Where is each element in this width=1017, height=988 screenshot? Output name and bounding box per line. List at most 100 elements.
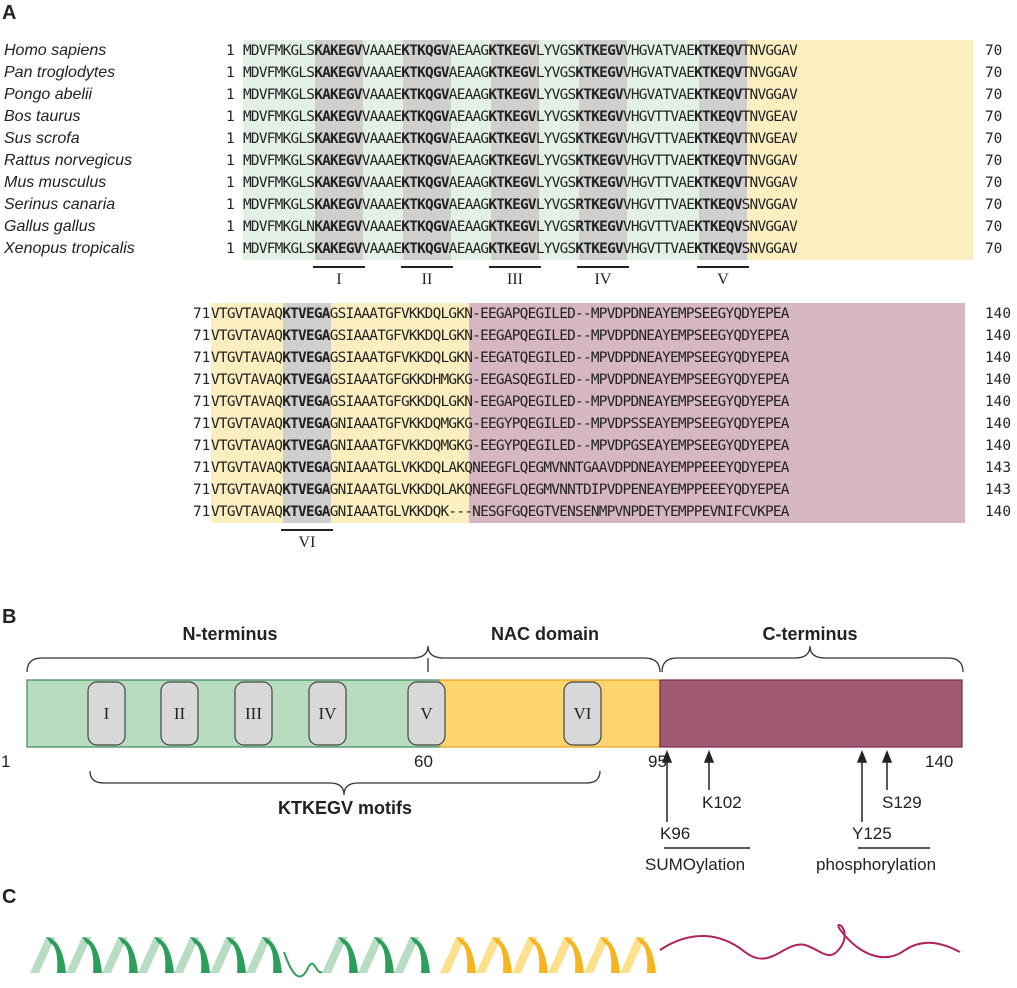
region-braces [26,645,964,673]
position-140: 140 [925,752,954,771]
sequence-row: MDVFMKGLSKAKEGVVAAAEKTKQGVAEAAGKTKEGVLYV… [243,197,798,213]
seq-end-position: 70 [985,153,1003,169]
sequence-row: VTGVTAVAQKTVEGAGSIAAATGFVKKDQLGKN-EEGAPQ… [211,306,789,322]
phosphorylation-label: phosphorylation [816,855,937,874]
seq-start-position: 1 [226,65,235,81]
species-name: Xenopus tropicalis [4,240,135,257]
alignment-band-nac [747,40,973,260]
nac-helix [440,937,656,973]
seq-end-position: 70 [985,197,1003,213]
alignment-band-n_term [539,40,579,260]
seq-start-position: 71 [193,372,211,388]
seq-start-position: 1 [226,219,235,235]
sequence-row: VTGVTAVAQKTVEGAGSIAAATGFGKKDQLGKN-EEGAPQ… [211,394,789,410]
seq-end-position: 70 [985,109,1003,125]
motif-underline [313,266,365,268]
species-name: Rattus norvegicus [4,152,133,169]
helix-back-strand [620,937,646,973]
seq-start-position: 1 [226,131,235,147]
seq-end-position: 140 [985,394,1011,410]
seq-start-position: 71 [193,350,211,366]
seq-start-position: 71 [193,328,211,344]
seq-start-position: 1 [226,241,235,257]
site-arrows [661,749,893,822]
helix-back-strand [584,937,610,973]
species-name: Pongo abelii [4,86,93,103]
helix-front-strand [118,937,138,973]
seq-start-position: 71 [193,306,211,322]
helix-back-strand [66,937,92,973]
site-k96: K96 [660,824,691,843]
helix-front-strand [338,937,358,973]
seq-start-position: 71 [193,416,211,432]
position-95: 95 [648,752,667,771]
alignment-band-motif [283,303,331,523]
motif-box-label-vi: VI [573,704,592,723]
helix-front-strand [456,937,476,973]
helix-front-strand [410,937,430,973]
helix-front-strand [564,937,584,973]
seq-start-position: 1 [226,197,235,213]
motif-label: III [507,271,523,288]
seq-end-position: 70 [985,43,1003,59]
seq-end-position: 140 [985,438,1011,454]
c-terminal-coil [659,923,961,960]
seq-start-position: 71 [193,482,211,498]
seq-end-position: 70 [985,131,1003,147]
seq-end-position: 140 [985,350,1011,366]
panel-c-label: C [2,886,17,908]
region-c-terminus-label: C-terminus [762,624,858,644]
sequence-row: MDVFMKGLSKAKEGVVAAAEKTKQGVAEAAGKTKEGVLYV… [243,153,798,169]
helix-back-strand [30,937,56,973]
seq-start-position: 1 [226,153,235,169]
seq-end-position: 70 [985,175,1003,191]
helix-back-strand [476,937,502,973]
seq-end-position: 70 [985,65,1003,81]
sequence-row: MDVFMKGLSKAKEGVVAAAEKTKQGVAEAAGKTKEGVLYV… [243,109,798,125]
helix-front-strand [46,937,66,973]
motif-box-label-v: V [420,704,433,723]
helix-back-strand [102,937,128,973]
seq-start-position: 71 [193,504,211,520]
sequence-row: MDVFMKGLSKAKEGVVAAAEKTKQGVAEAAGKTKEGVLYV… [243,131,798,147]
helix-front-strand [636,937,656,973]
helix-back-strand [548,937,574,973]
species-name: Mus musculus [4,174,107,191]
alignment-band-nac [211,303,283,523]
motifs-brace [89,770,601,796]
alignment-band-motif [403,40,451,260]
motif-box-label-iii: III [245,704,262,723]
species-name: Serinus canaria [4,196,116,213]
panel-a-label: A [2,2,17,24]
seq-end-position: 140 [985,416,1011,432]
helix-back-strand [394,937,420,973]
n-terminal-helix-2 [322,937,430,973]
sequence-row: VTGVTAVAQKTVEGAGNIAAATGLVKKDQK---NESGFGQ… [211,504,789,520]
motif-underline [281,529,333,531]
alignment-band-motif [491,40,539,260]
alignment-band-motif [699,40,747,260]
sequence-row: VTGVTAVAQKTVEGAGNIAAATGLVKKDQLAKQNEEGFLQ… [211,482,789,498]
motif-box-label-i: I [103,704,110,723]
sequence-row: MDVFMKGLSKAKEGVVAAAEKTKQGVAEAAGKTKEGVLYV… [243,241,798,257]
helix-front-strand [226,937,246,973]
helix-front-strand [82,937,102,973]
sequence-row: VTGVTAVAQKTVEGAGSIAAATGFGKKDHMGKG-EEGASQ… [211,372,789,388]
site-y125: Y125 [852,824,892,843]
helix-front-strand [600,937,620,973]
alignment-band-n_term [243,40,315,260]
seq-end-position: 140 [985,372,1011,388]
helix-back-strand [322,937,348,973]
helix-back-strand [246,937,272,973]
helix-front-strand [528,937,548,973]
seq-start-position: 1 [226,87,235,103]
alignment-band-motif [579,40,627,260]
motif-underline [401,266,453,268]
sequence-row: VTGVTAVAQKTVEGAGNIAAATGFVKKDQMGKG-EEGYPQ… [211,438,789,454]
motif-underline [489,266,541,268]
seq-start-position: 71 [193,394,211,410]
sumoylation-label: SUMOylation [645,855,746,874]
linker-coil [283,951,323,978]
helix-back-strand [358,937,384,973]
alignment-band-nac [331,303,469,523]
